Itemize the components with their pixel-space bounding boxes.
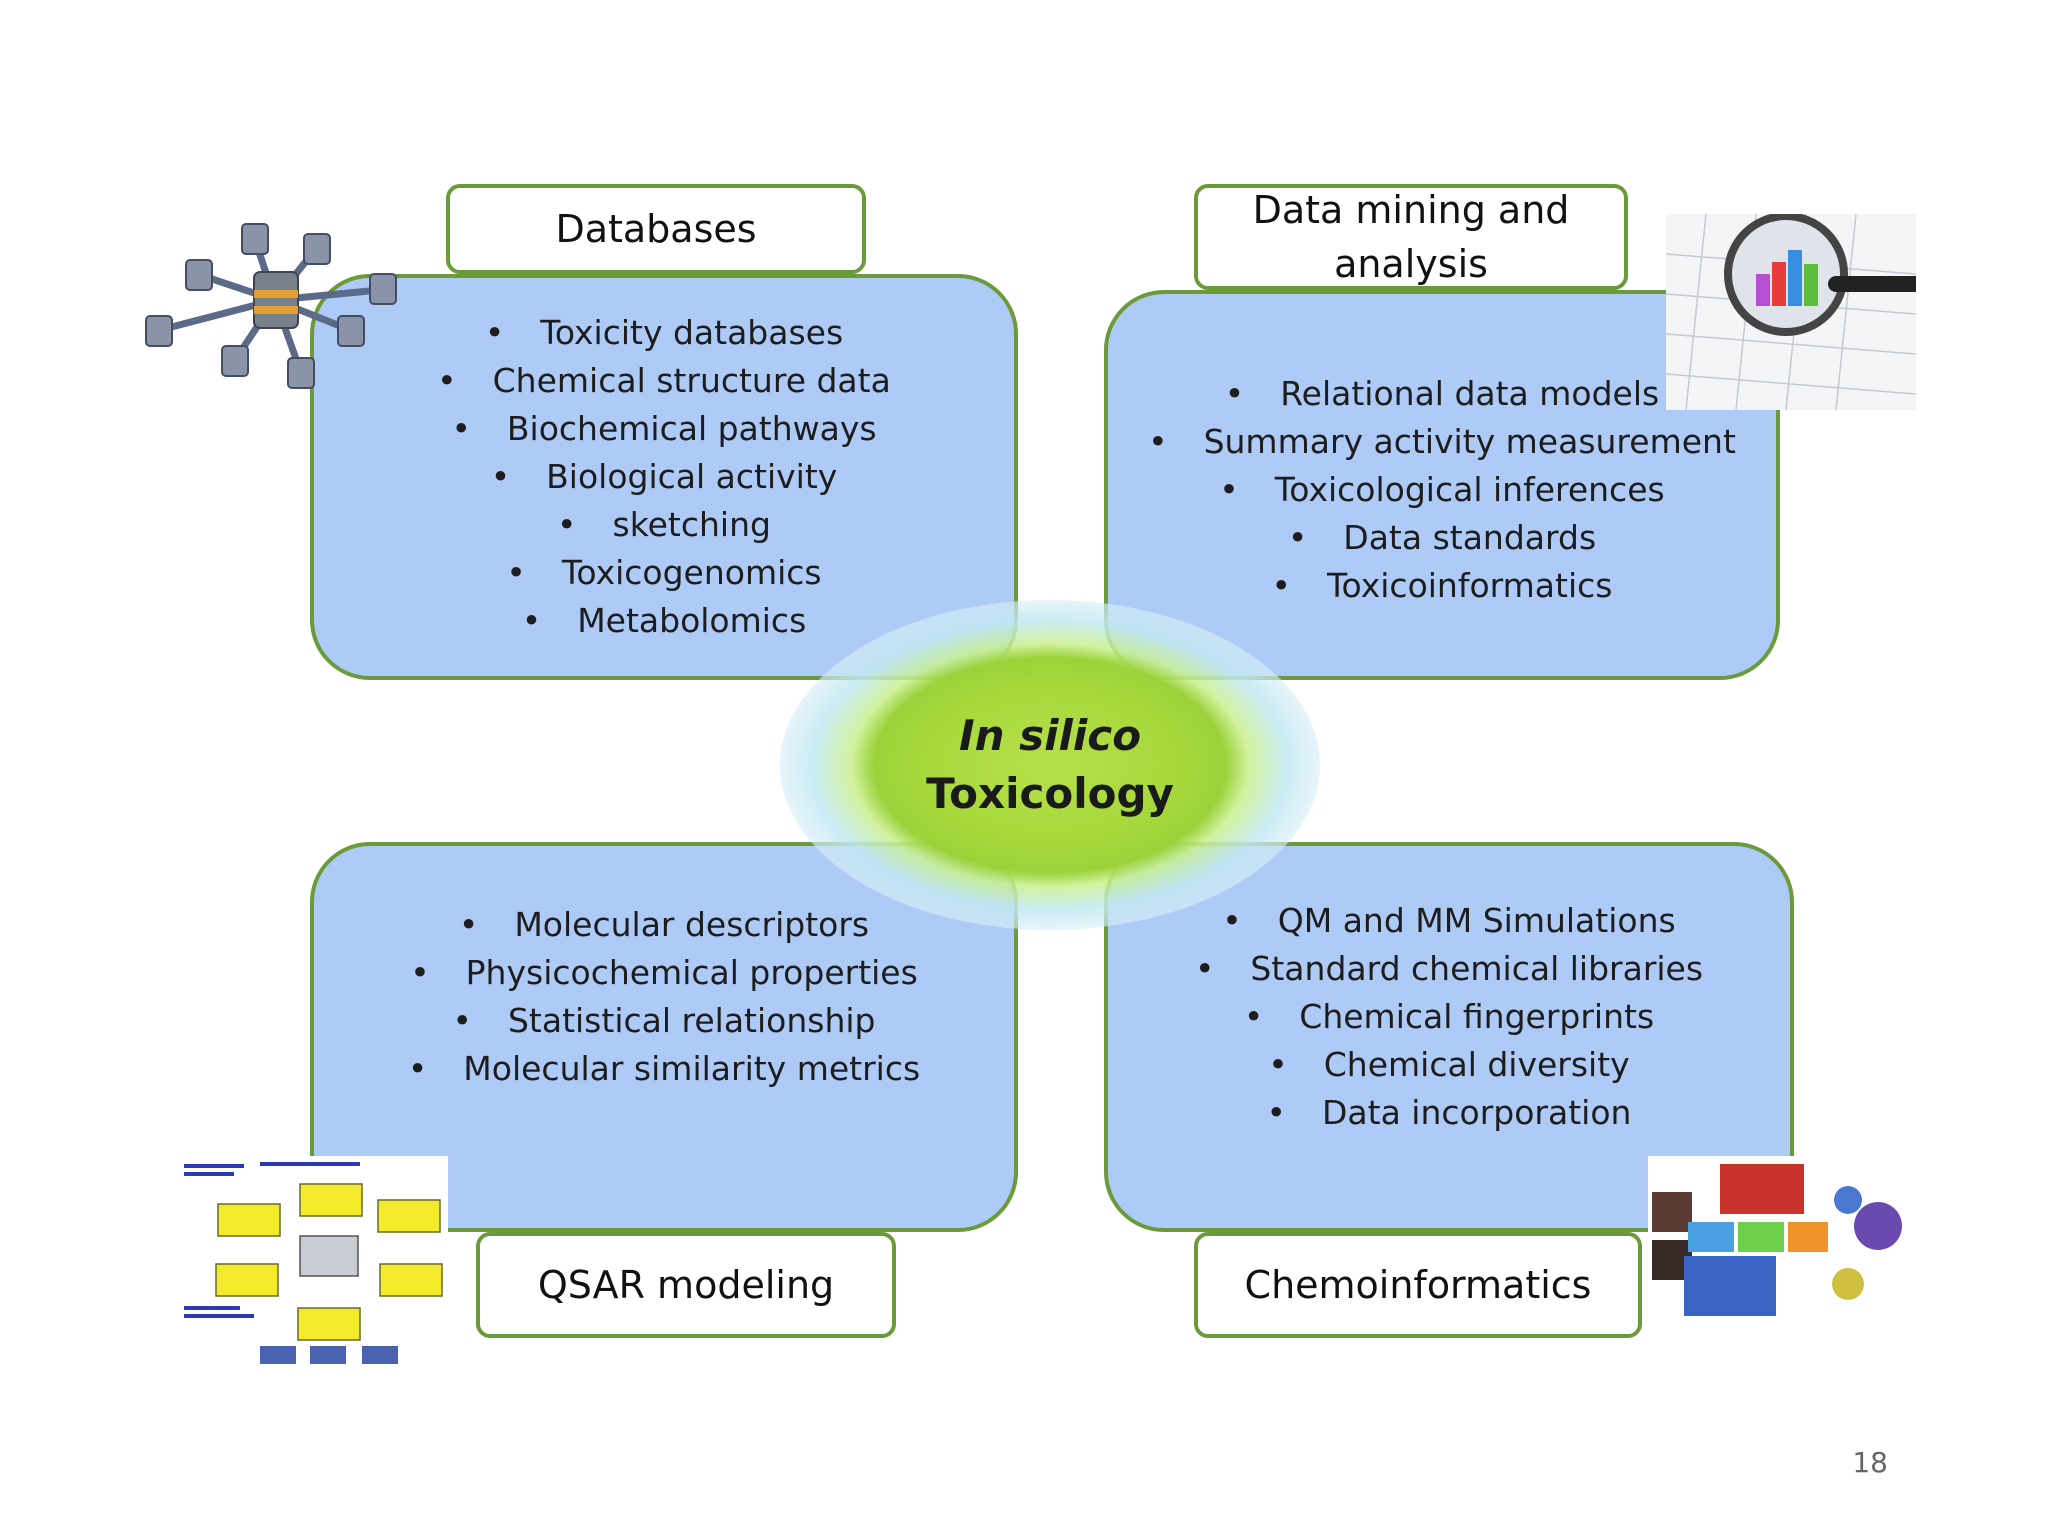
chemoinformatics-list: QM and MM Simulations Standard chemical …: [1195, 897, 1703, 1137]
list-item: Chemical structure data: [437, 357, 891, 405]
data-mining-label: Data mining and analysis: [1194, 184, 1628, 290]
list-item: Biological activity: [437, 453, 891, 501]
list-item: Standard chemical libraries: [1195, 945, 1703, 993]
list-item: Toxicoinformatics: [1148, 562, 1736, 610]
list-item: Summary activity measurement: [1148, 418, 1736, 466]
databases-label: Databases: [446, 184, 866, 274]
flowchart-thumbnail: [180, 1156, 448, 1370]
list-item: Toxicological inferences: [1148, 466, 1736, 514]
list-item: Statistical relationship: [408, 997, 920, 1045]
data-mining-list: Relational data models Summary activity …: [1148, 370, 1736, 610]
qsar-label: QSAR modeling: [476, 1232, 896, 1338]
page-number: 18: [1852, 1446, 1888, 1479]
list-item: sketching: [437, 501, 891, 549]
list-item: Molecular descriptors: [408, 901, 920, 949]
magnifier-chart-icon: [1666, 214, 1916, 410]
list-item: Physicochemical properties: [408, 949, 920, 997]
qsar-list: Molecular descriptors Physicochemical pr…: [408, 901, 920, 1093]
list-item: Metabolomics: [437, 597, 891, 645]
list-item: Chemical fingerprints: [1195, 993, 1703, 1041]
list-item: Toxicogenomics: [437, 549, 891, 597]
database-network-icon: [145, 223, 397, 389]
center-title-line1: In silico: [958, 711, 1142, 760]
chemistry-collage-thumbnail: [1648, 1156, 1918, 1326]
data-mining-title-line1: Data mining and: [1252, 188, 1570, 232]
chemoinformatics-label: Chemoinformatics: [1194, 1232, 1642, 1338]
list-item: Relational data models: [1148, 370, 1736, 418]
list-item: Molecular similarity metrics: [408, 1045, 920, 1093]
list-item: QM and MM Simulations: [1195, 897, 1703, 945]
list-item: Toxicity databases: [437, 309, 891, 357]
center-topic: In silico Toxicology: [780, 600, 1320, 930]
list-item: Chemical diversity: [1195, 1041, 1703, 1089]
databases-box: Toxicity databases Chemical structure da…: [310, 274, 1018, 680]
databases-list: Toxicity databases Chemical structure da…: [437, 309, 891, 645]
list-item: Data incorporation: [1195, 1089, 1703, 1137]
list-item: Biochemical pathways: [437, 405, 891, 453]
center-title-line2: Toxicology: [926, 769, 1174, 818]
list-item: Data standards: [1148, 514, 1736, 562]
data-mining-title-line2: analysis: [1334, 242, 1488, 286]
